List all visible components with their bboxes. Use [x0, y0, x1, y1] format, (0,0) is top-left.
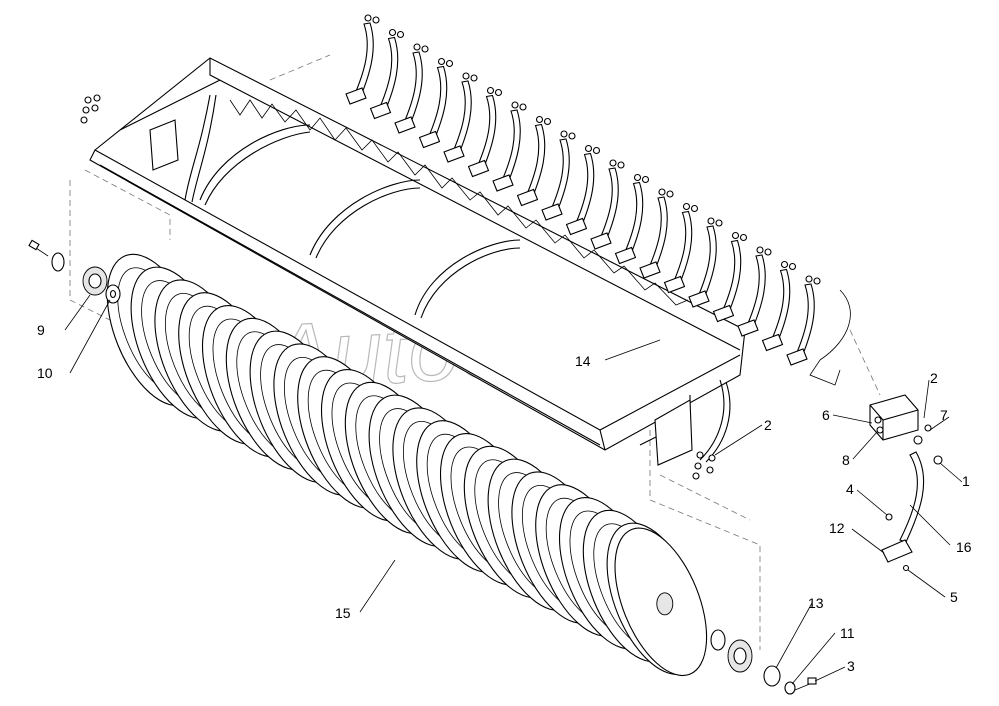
frame-bolts-left [80, 94, 101, 124]
frame-bolts-right [692, 451, 716, 480]
callout-12: 12 [829, 520, 845, 536]
spring-tine [345, 14, 380, 105]
left-bearing-parts [28, 239, 121, 304]
spring-tine [663, 202, 699, 294]
spring-tines-row [345, 14, 821, 366]
callout-15: 15 [335, 605, 351, 621]
callout-5: 5 [950, 589, 958, 605]
callout-13: 13 [808, 595, 824, 611]
callout-1: 1 [962, 473, 970, 489]
spring-tine [394, 43, 429, 134]
spring-tine [688, 217, 723, 308]
callout-10: 10 [37, 365, 53, 381]
spring-tine [590, 159, 625, 250]
spring-tine [614, 173, 650, 265]
circlip-13 [763, 665, 781, 687]
bolt-3 [807, 677, 817, 685]
callout-2-detail: 2 [930, 370, 938, 386]
tine-16 [899, 451, 925, 543]
callout-9: 9 [37, 322, 45, 338]
spring-tine [443, 72, 478, 163]
right-bearing-parts [710, 629, 817, 695]
plate-12 [881, 539, 913, 563]
frame-assembly [89, 57, 746, 466]
leader-lines [64, 294, 963, 685]
tine-detail-assembly [809, 289, 943, 572]
callout-16: 16 [956, 539, 972, 555]
roller-hub [656, 592, 674, 616]
scraper-teeth-row [229, 99, 689, 306]
spring-tine [565, 144, 601, 236]
callout-4: 4 [846, 481, 854, 497]
spring-tine [541, 130, 576, 221]
callout-14: 14 [575, 353, 591, 369]
spring-tine [712, 231, 748, 323]
packer-roller [106, 253, 708, 677]
callout-11: 11 [840, 625, 855, 641]
spring-tine [761, 260, 797, 352]
spring-tine [369, 28, 405, 120]
assembly-guide-lines [69, 54, 761, 650]
spring-tine [516, 115, 552, 207]
washer-11 [784, 681, 796, 695]
callout-7: 7 [940, 407, 948, 423]
callout-8: 8 [842, 452, 850, 468]
spring-tine [418, 57, 454, 149]
spring-tine [492, 101, 527, 192]
spring-tine [467, 86, 503, 178]
callout-2-frame: 2 [764, 417, 772, 433]
pin-4 [885, 513, 893, 521]
spring-tine [737, 246, 772, 337]
callout-labels: 9 10 14 2 2 6 7 8 1 4 12 16 5 15 13 11 3 [37, 322, 972, 674]
screw-5 [902, 564, 910, 572]
spring-tine [639, 188, 674, 279]
callout-3: 3 [847, 658, 855, 674]
callout-6: 6 [822, 407, 830, 423]
spring-tine [786, 275, 821, 366]
